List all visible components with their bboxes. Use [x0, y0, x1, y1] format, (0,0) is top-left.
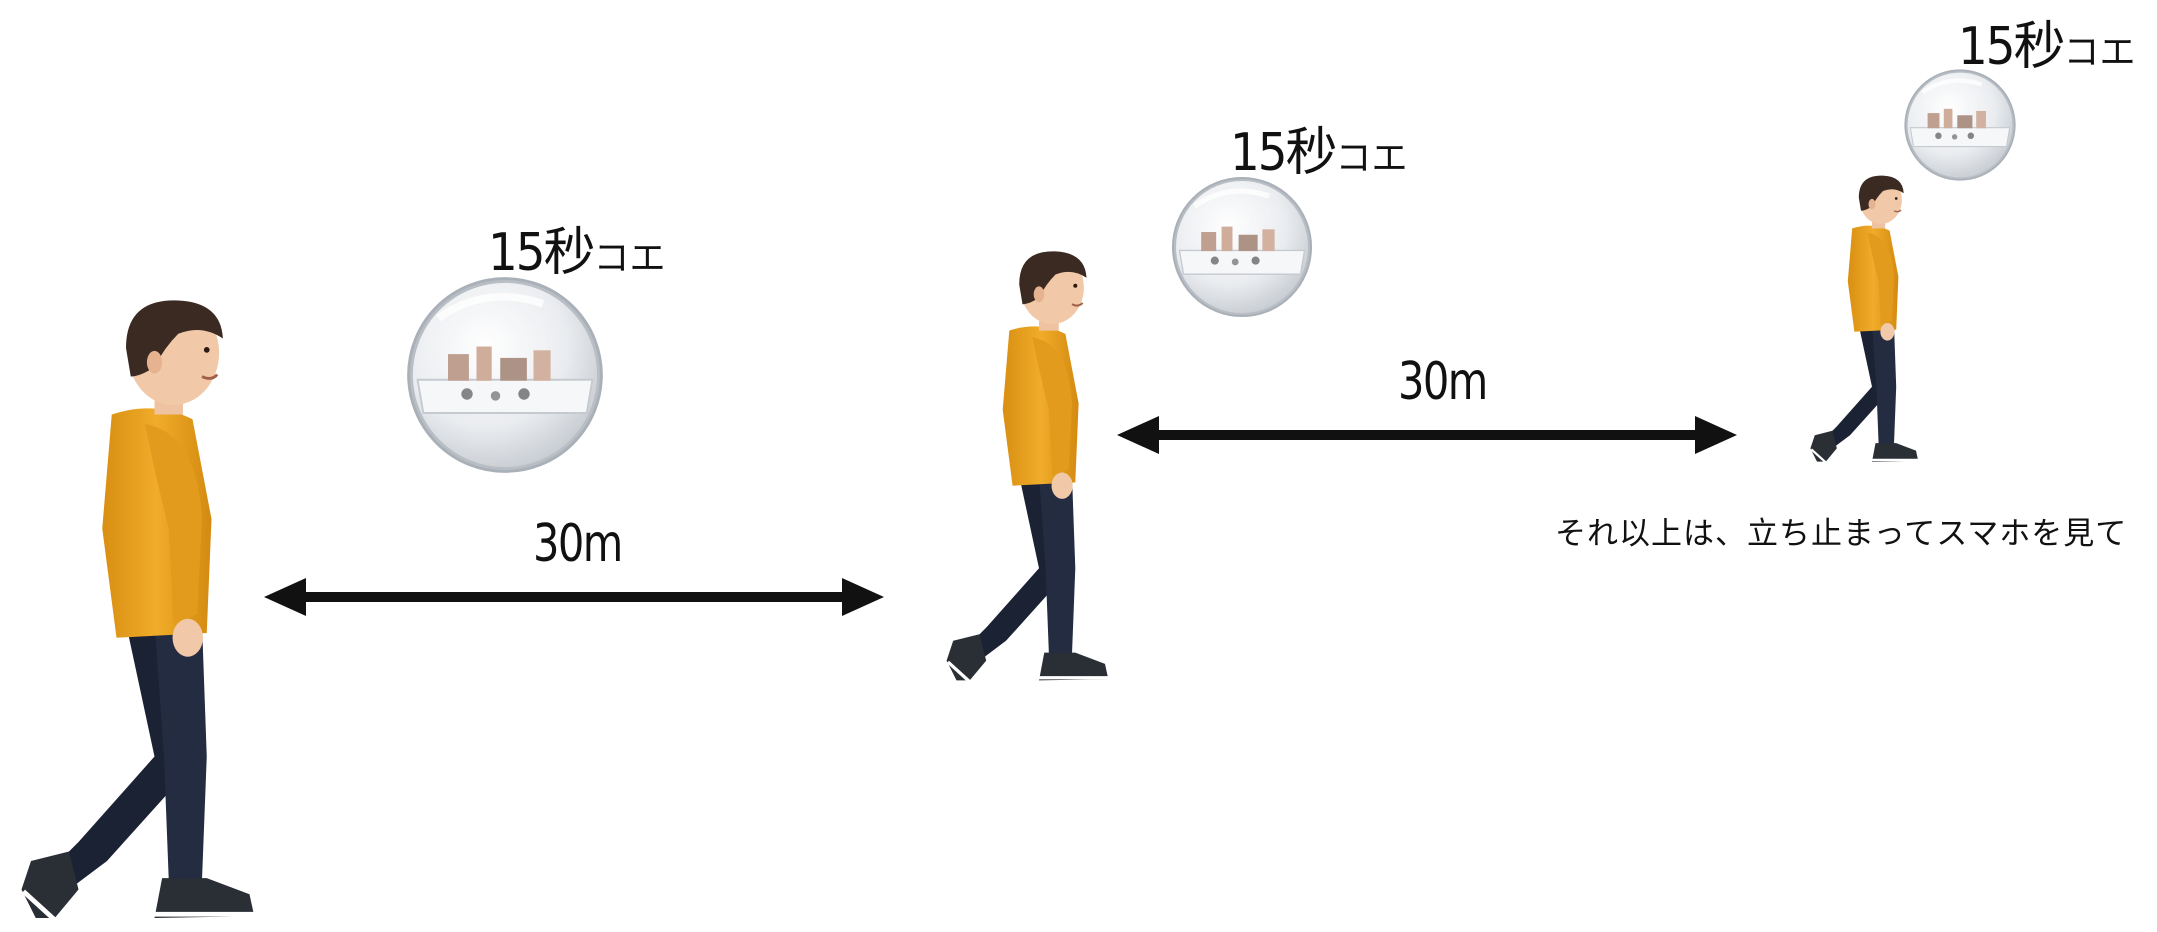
sound-duration: 15秒	[488, 223, 596, 283]
sound-type: コエ	[593, 238, 666, 279]
sound-bubble-icon-3	[1906, 71, 2014, 179]
distance-label-1: 30m	[533, 514, 623, 574]
distance-arrow-1	[264, 578, 884, 616]
walking-boy-small	[1809, 174, 1920, 464]
distance-label-2: 30m	[1398, 352, 1488, 412]
sound-bubble-icon-1	[410, 280, 600, 470]
sound-type: コエ	[2063, 32, 2136, 73]
sound-type: コエ	[1335, 138, 1408, 179]
sound-label-1: 15秒コエ	[488, 210, 666, 285]
sound-label-2: 15秒コエ	[1230, 110, 1408, 185]
sound-duration: 15秒	[1230, 123, 1338, 183]
distance-arrow-2	[1117, 416, 1737, 454]
walking-boy-medium	[944, 249, 1111, 684]
sound-bubble-icon-2	[1174, 179, 1310, 315]
sound-duration: 15秒	[1958, 17, 2066, 77]
caption-text: それ以上は、立ち止まってスマホを見て	[1555, 516, 2128, 552]
walking-boy-large	[22, 300, 256, 919]
sound-label-3: 15秒コエ	[1958, 4, 2136, 79]
